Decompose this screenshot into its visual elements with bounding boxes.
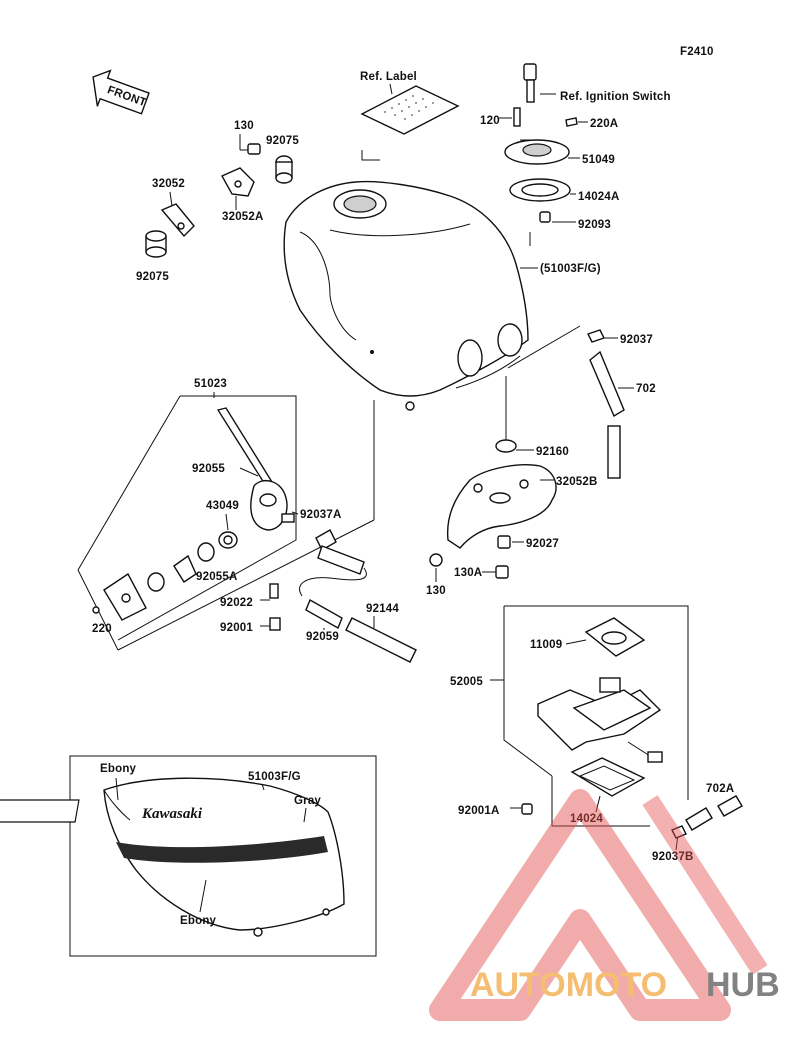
label-92037B: 92037B: [652, 851, 693, 863]
hose-92059: [299, 545, 367, 630]
label-51049: 51049: [582, 154, 615, 166]
label-220A: 220A: [590, 118, 618, 130]
label-92144: 92144: [366, 603, 399, 615]
bracket-32052A: [221, 143, 293, 197]
label-43049: 43049: [206, 500, 239, 512]
watermark-logo: AUTOMOTO HUB: [429, 789, 780, 1021]
inset-code: 51003F/G: [248, 771, 301, 783]
label-51003FG: (51003F/G): [540, 263, 601, 275]
label-92027: 92027: [526, 538, 559, 550]
figure-code: F2410: [680, 46, 714, 58]
label-92055A: 92055A: [196, 571, 237, 583]
label-92022: 92022: [220, 597, 253, 609]
label-92075-top: 92075: [266, 135, 299, 147]
label-14024: 14024: [570, 813, 603, 825]
hose-702A: [685, 795, 743, 831]
label-51023: 51023: [194, 378, 227, 390]
label-92001: 92001: [220, 622, 253, 634]
watermark-part1: AUTOMOTO: [470, 966, 667, 1004]
label-92160: 92160: [536, 446, 569, 458]
label-92093: 92093: [578, 219, 611, 231]
inset-gray: Gray: [294, 795, 321, 807]
front-arrow: FRONT: [92, 69, 150, 115]
label-11009: 11009: [530, 639, 562, 651]
label-92037A: 92037A: [300, 509, 341, 521]
label-702A: 702A: [706, 783, 734, 795]
watermark-part2: HUB: [706, 966, 780, 1004]
inset-ebony-top: Ebony: [100, 763, 137, 775]
label-32052B: 32052B: [556, 476, 597, 488]
label-14024A: 14024A: [578, 191, 619, 203]
label-130-top: 130: [234, 120, 254, 132]
label-120: 120: [480, 115, 500, 127]
hose-92144: [345, 617, 417, 663]
fuel-tank: [283, 180, 529, 411]
label-92001A: 92001A: [458, 805, 499, 817]
ref-label-text: Ref. Label: [360, 71, 417, 83]
color-inset: [0, 755, 377, 957]
rubber-damper-92075: [145, 230, 167, 258]
bracket-32052: [160, 203, 195, 238]
label-92075-left: 92075: [136, 271, 169, 283]
label-702: 702: [636, 383, 656, 395]
label-220: 220: [92, 623, 112, 635]
label-92059: 92059: [306, 631, 339, 643]
label-32052: 32052: [152, 178, 185, 190]
fuel-tap-assembly: [77, 395, 375, 651]
inset-ebony-bottom: Ebony: [180, 915, 217, 927]
fuel-cap-assembly: [504, 63, 578, 223]
label-32052A: 32052A: [222, 211, 263, 223]
fuel-pump-assembly: [503, 605, 689, 827]
ref-label-sheet: [360, 85, 460, 135]
inset-brand: Kawasaki: [141, 806, 203, 822]
label-92055: 92055: [192, 463, 225, 475]
label-52005: 52005: [450, 676, 483, 688]
bracket-32052B: [429, 439, 557, 579]
label-92037: 92037: [620, 334, 653, 346]
label-130-bottom: 130: [426, 585, 446, 597]
ref-ignition-switch: Ref. Ignition Switch: [560, 91, 671, 103]
label-130A: 130A: [454, 567, 482, 579]
hose-702: [587, 329, 625, 479]
